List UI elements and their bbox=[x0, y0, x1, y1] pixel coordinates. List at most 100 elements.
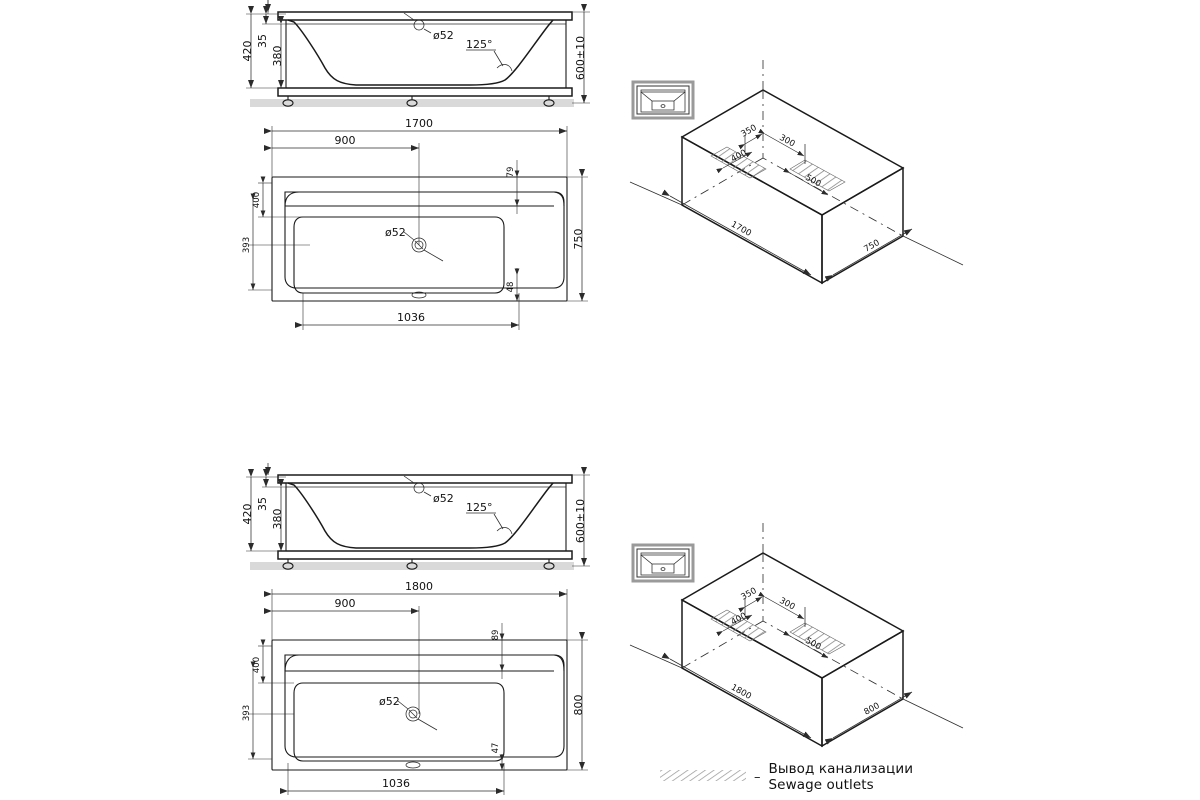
floor-strip bbox=[250, 562, 574, 570]
drain-marker-plan-1700 bbox=[403, 231, 444, 262]
iso-ground-right bbox=[902, 235, 964, 266]
angle-callout-125 bbox=[466, 49, 513, 72]
section-angle-label-1800: 125° bbox=[466, 501, 493, 514]
legend-label-en: Sewage outlets bbox=[768, 776, 874, 793]
tub-rim bbox=[277, 474, 573, 484]
label-400-1800: 400 bbox=[252, 657, 262, 673]
plan-view-1800: ø52 1800 900 89 47 800 400 393 1036 bbox=[242, 580, 588, 795]
section-angle-label-1700: 125° bbox=[466, 38, 493, 51]
label-1700: 1700 bbox=[405, 117, 433, 130]
legend-text: Вывод канализации Sewage outlets bbox=[768, 761, 914, 794]
tub-feet bbox=[282, 96, 555, 107]
rim-band-corner-right bbox=[553, 191, 565, 207]
tub-rim bbox=[277, 11, 573, 21]
label-900-1700: 900 bbox=[335, 134, 356, 147]
label-800-1800: 800 bbox=[572, 695, 585, 716]
tub-outline-plan bbox=[271, 639, 568, 771]
label-89-1800: 89 bbox=[491, 630, 501, 641]
section-view-1700: ø52 125° 420 35 380 600±10 bbox=[241, 0, 590, 107]
plan-drain-label-1700: ø52 bbox=[385, 226, 406, 239]
iso-ground-right bbox=[902, 698, 964, 729]
iso-label-350-1800: 350 bbox=[740, 586, 759, 603]
tub-bowl-floor bbox=[293, 216, 505, 294]
label-393-1700: 393 bbox=[242, 237, 252, 253]
tub-thumbnail-1800 bbox=[631, 543, 695, 583]
label-600-1700: 600±10 bbox=[574, 36, 587, 80]
iso-dim-750 bbox=[824, 228, 913, 282]
tub-inner-rim bbox=[284, 191, 565, 289]
iso-view-1800: 350 300 400 500 1800 800 bbox=[629, 523, 964, 748]
iso-view-1700: 350 300 400 500 1700 750 bbox=[629, 60, 964, 285]
label-400-1700: 400 bbox=[252, 192, 262, 208]
tub-thumbnail-1700 bbox=[631, 80, 695, 120]
label-393-1800: 393 bbox=[242, 705, 252, 721]
section-view-1800: ø52 125° 420 35 380 600±10 bbox=[241, 463, 590, 570]
iso-dim-300-1800 bbox=[758, 591, 805, 620]
label-1800: 1800 bbox=[405, 580, 433, 593]
angle-callout-125 bbox=[466, 512, 513, 535]
overflow-drain-marker bbox=[403, 12, 432, 34]
tub-bowl-floor bbox=[293, 682, 505, 762]
rim-band-corner-left bbox=[284, 191, 300, 207]
iso-top-face bbox=[680, 89, 905, 216]
overflow-oval-plan bbox=[411, 291, 427, 299]
label-48-1700: 48 bbox=[506, 282, 516, 293]
iso-ground-left bbox=[629, 644, 683, 669]
label-380-1700: 380 bbox=[271, 46, 284, 67]
plan-drain-label-1800: ø52 bbox=[379, 695, 400, 708]
base-frame bbox=[277, 550, 573, 560]
floor-strip bbox=[250, 99, 574, 107]
iso-dim-1800 bbox=[661, 652, 812, 739]
label-1036-1700: 1036 bbox=[397, 311, 425, 324]
legend-label-ru: Вывод канализации bbox=[768, 761, 914, 777]
overflow-oval-plan bbox=[405, 761, 421, 769]
iso-dim-500-1800 bbox=[783, 630, 829, 659]
iso-dim-400-1700 bbox=[716, 151, 753, 174]
label-750-1700: 750 bbox=[572, 229, 585, 250]
iso-label-300-1800: 300 bbox=[777, 596, 796, 613]
label-47-1800: 47 bbox=[491, 743, 501, 754]
iso-front-face bbox=[681, 135, 823, 285]
iso-top-face bbox=[680, 552, 905, 679]
legend-swatch-spacer bbox=[660, 772, 746, 783]
model-1700-group: ø52 125° 420 35 380 600±10 bbox=[241, 0, 964, 330]
label-420-1800: 420 bbox=[241, 504, 254, 525]
overflow-drain-marker bbox=[403, 475, 432, 497]
iso-dim-800 bbox=[824, 691, 913, 745]
plan-view-1700: ø52 1700 900 79 48 750 400 393 bbox=[242, 117, 588, 330]
drain-marker-plan-1800 bbox=[397, 700, 438, 731]
iso-label-350-1700: 350 bbox=[740, 123, 759, 140]
section-drain-label-1700: ø52 bbox=[433, 29, 454, 42]
iso-dim-300-1700 bbox=[758, 128, 805, 157]
iso-dim-1700 bbox=[661, 189, 812, 276]
label-900-1800: 900 bbox=[335, 597, 356, 610]
tub-inner-rim bbox=[284, 654, 565, 758]
model-1800-group: ø52 125° 420 35 380 600±10 bbox=[241, 463, 964, 795]
label-380-1800: 380 bbox=[271, 509, 284, 530]
tub-bowl-profile bbox=[287, 482, 554, 549]
tub-feet bbox=[282, 559, 555, 570]
rim-band-corner-right bbox=[553, 654, 565, 672]
legend-dash: – bbox=[754, 770, 761, 786]
iso-dim-500-1700 bbox=[783, 167, 829, 196]
tub-bowl-profile bbox=[287, 19, 554, 86]
legend: – Вывод канализации Sewage outlets bbox=[660, 761, 914, 794]
iso-dim-400-1800 bbox=[716, 614, 753, 637]
iso-ground-left bbox=[629, 181, 683, 206]
iso-label-300-1700: 300 bbox=[777, 133, 796, 150]
section-drain-label-1800: ø52 bbox=[433, 492, 454, 505]
label-600-1800: 600±10 bbox=[574, 499, 587, 543]
label-35-1700: 35 bbox=[256, 34, 269, 48]
legend-hatch-swatch bbox=[660, 770, 746, 781]
iso-hidden-edges bbox=[762, 90, 904, 237]
label-79-1700: 79 bbox=[506, 167, 516, 178]
label-420-1700: 420 bbox=[241, 41, 254, 62]
iso-front-face bbox=[681, 598, 823, 748]
label-35-1800: 35 bbox=[256, 497, 269, 511]
base-frame bbox=[277, 87, 573, 97]
iso-hidden-edges bbox=[762, 553, 904, 700]
rim-band-corner-left bbox=[284, 654, 300, 672]
tub-outline-plan bbox=[271, 176, 568, 302]
